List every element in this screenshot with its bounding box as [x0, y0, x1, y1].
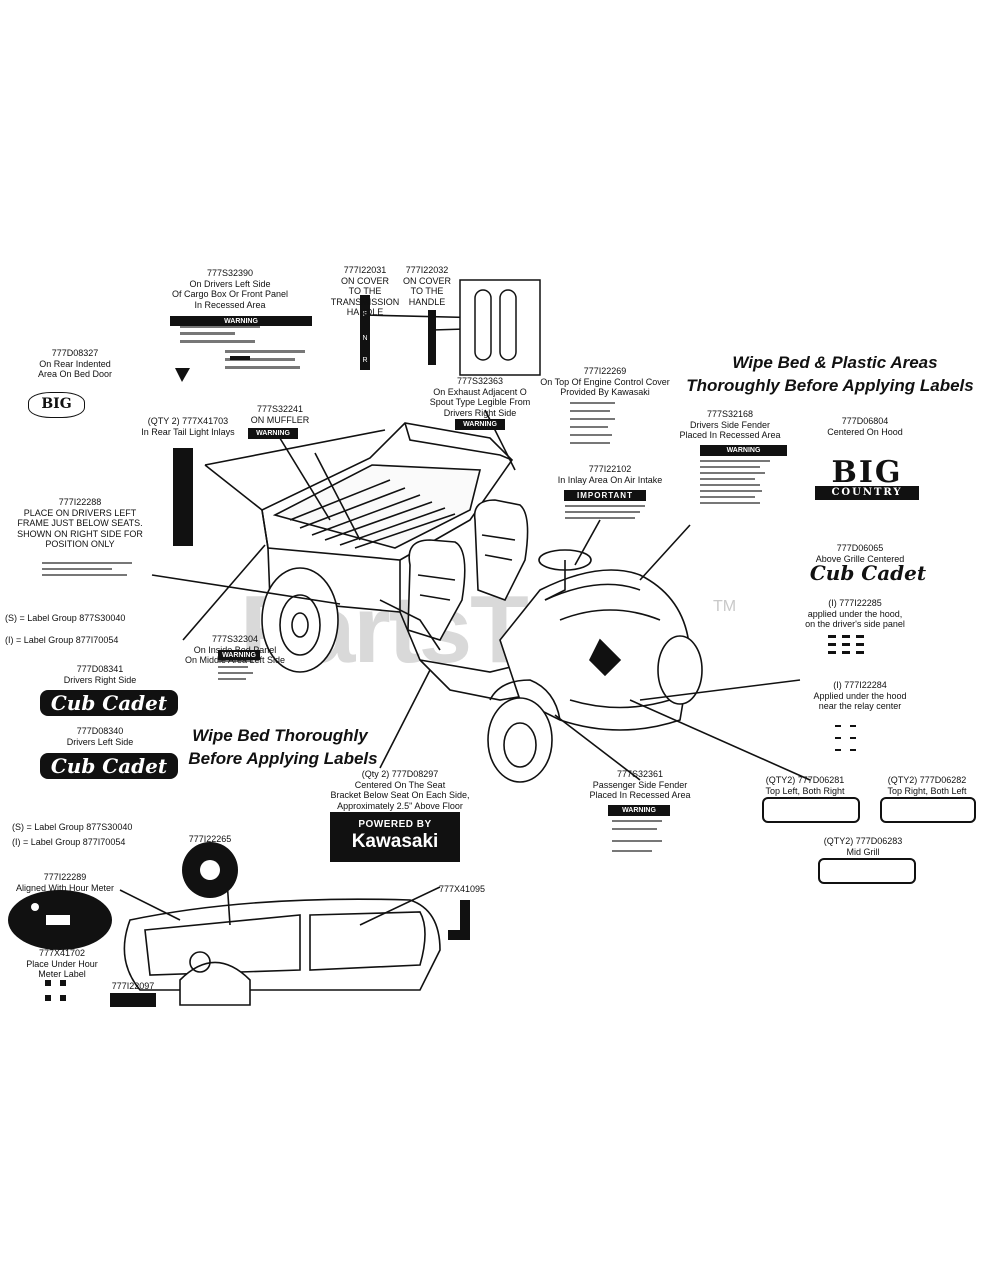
cub-cadet-decal-grille: Cub Cadet	[809, 561, 927, 585]
watermark-trademark: TM	[713, 598, 737, 615]
big-country-decal-big: BIG	[831, 455, 903, 490]
cub-cadet-decal-left: Cub Cadet	[40, 753, 178, 779]
heading-wipe-bed-1: Wipe Bed Thoroughly	[192, 726, 368, 745]
heading-wipe-bed-plastic-1: Wipe Bed & Plastic Areas	[732, 353, 938, 372]
callout-label-groups-right: (S) = Label Group 877S30040(I) = Label G…	[5, 613, 126, 645]
heading-wipe-bed-2: Before Applying Labels	[188, 749, 378, 768]
gear-r-letter: R	[362, 357, 368, 364]
callout-label-groups-left: (S) = Label Group 877S30040(I) = Label G…	[12, 822, 133, 847]
important-decal: IMPORTANT	[564, 490, 646, 501]
callout-777i22097: 777I22097	[111, 981, 155, 991]
big-country-decal-small: BIG	[28, 392, 85, 418]
gear-f-letter: F	[362, 311, 368, 318]
big-country-decal-country: COUNTRY	[815, 486, 919, 500]
cub-cadet-decal-right: Cub Cadet	[40, 690, 178, 716]
warning-decal-passenger-fender: WARNING	[608, 805, 670, 816]
gear-n-letter: N	[362, 335, 368, 342]
warning-decal-muffler: WARNING	[248, 428, 298, 439]
grill-label-top-right	[880, 797, 976, 823]
powered-by-kawasaki-decal: POWERED BY Kawasaki	[330, 812, 460, 862]
callout-777i22265: 777I22265	[188, 834, 232, 844]
heading-wipe-bed-plastic-2: Thoroughly Before Applying Labels	[686, 376, 974, 395]
warning-decal-inside-bed: WARNING	[218, 650, 260, 660]
warning-decal-exhaust: WARNING	[455, 419, 505, 430]
warning-decal-driver-fender: WARNING	[700, 445, 787, 456]
grill-label-mid	[818, 858, 916, 884]
warning-decal-cargo: WARNING	[170, 316, 312, 326]
callout-777x41095: 777X41095	[438, 884, 486, 894]
grill-label-top-left	[762, 797, 860, 823]
